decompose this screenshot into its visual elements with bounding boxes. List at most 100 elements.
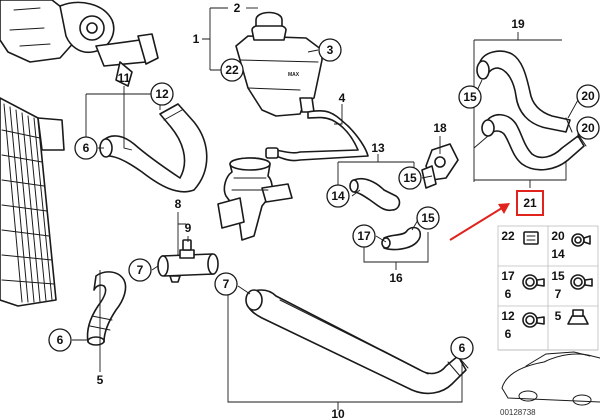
callout-circle: [214, 272, 238, 296]
long-hose-10-illustration: [245, 289, 469, 395]
callout-number: 15: [421, 211, 435, 225]
callout-circle: [576, 116, 600, 140]
callout-number: 15: [403, 171, 417, 185]
callout-circle: [150, 82, 174, 106]
callout-number: 14: [331, 189, 345, 203]
hose-16-illustration: [381, 226, 422, 251]
callout-number: 7: [137, 263, 144, 277]
callout-number: 5: [97, 373, 104, 387]
callout-c20b: 20: [576, 116, 600, 140]
callout-number: 21: [523, 196, 537, 210]
callout-c9: 9: [185, 221, 192, 235]
lower-hose-5-illustration: [86, 271, 127, 346]
callout-circle: [398, 166, 422, 190]
car-silhouette-illustration: [501, 351, 600, 406]
callout-number: 7: [223, 277, 230, 291]
callout-c6b: 6: [48, 328, 72, 352]
callout-number: 19: [511, 17, 525, 31]
t-piece-illustration: [157, 239, 219, 283]
callout-c1: 1: [193, 32, 200, 46]
callout-c6c: 6: [450, 336, 474, 360]
callout-number: 22: [225, 63, 239, 77]
legend-label: 12: [501, 309, 515, 323]
callout-number: 9: [185, 221, 192, 235]
callout-c4: 4: [339, 91, 346, 105]
callout-c7b: 7: [214, 272, 238, 296]
callout-circle: [326, 184, 350, 208]
callout-circle: [576, 84, 600, 108]
highlight-arrow: [449, 203, 510, 241]
callout-number: 11: [118, 71, 131, 85]
legend-part-icons: [522, 231, 593, 328]
callout-c15c: 15: [416, 206, 440, 230]
callout-circle: [450, 336, 474, 360]
callout-number: 12: [155, 87, 169, 101]
callout-number: 20: [581, 121, 595, 135]
legend-label: 22: [501, 229, 515, 243]
callout-circle: [416, 206, 440, 230]
callout-c7a: 7: [128, 258, 152, 282]
callout-c18: 18: [433, 121, 447, 135]
callout-circle: [220, 58, 244, 82]
hose-13-illustration: [349, 177, 401, 212]
callout-c12: 12: [150, 82, 174, 106]
legend-label: 17: [501, 269, 515, 283]
callout-c11: 11: [118, 71, 131, 85]
expansion-tank-illustration: MAX: [235, 11, 323, 117]
callout-number: 8: [175, 197, 182, 211]
hose-21-illustration: [481, 113, 587, 171]
vent-hose-illustration: [265, 110, 369, 162]
upper-hose-11-illustration: [99, 103, 208, 193]
callout-c17: 17: [352, 224, 376, 248]
legend-label: 5: [555, 309, 562, 323]
callout-c2: 2: [234, 1, 241, 15]
legend-label: 15: [551, 269, 565, 283]
callout-c20a: 20: [576, 84, 600, 108]
callout-c13: 13: [371, 141, 385, 155]
callout-c21: 21: [516, 190, 544, 216]
callout-number: 2: [234, 1, 241, 15]
callout-c16: 16: [389, 271, 403, 285]
callout-c15a: 15: [458, 85, 482, 109]
callout-number: 10: [331, 407, 345, 420]
callout-number: 15: [463, 90, 477, 104]
callout-number: 20: [581, 89, 595, 103]
callout-number: 18: [433, 121, 447, 135]
callout-number: 16: [389, 271, 403, 285]
legend-label: 20: [551, 229, 565, 243]
callout-c10: 10: [331, 407, 345, 420]
callout-number: 3: [327, 43, 334, 57]
callout-highlight-box: [516, 190, 544, 216]
callout-number: 1: [193, 32, 200, 46]
tank-max-mark: MAX: [288, 72, 300, 78]
water-pump-illustration: [0, 0, 159, 87]
leader-lines: [72, 7, 579, 410]
callout-c8: 8: [175, 197, 182, 211]
callout-c19: 19: [511, 17, 525, 31]
callout-c6a: 6: [74, 136, 98, 160]
callout-circle: [128, 258, 152, 282]
callout-number: 6: [57, 333, 64, 347]
callout-c14: 14: [326, 184, 350, 208]
callout-circle: [318, 38, 342, 62]
callout-circle: [74, 136, 98, 160]
callout-number: 4: [339, 91, 346, 105]
callout-number: 17: [357, 229, 371, 243]
callout-number: 6: [459, 341, 466, 355]
legend-label: 6: [505, 287, 512, 301]
callout-c3: 3: [318, 38, 342, 62]
callout-number: 13: [371, 141, 385, 155]
callout-c5: 5: [97, 373, 104, 387]
callout-circle: [48, 328, 72, 352]
legend-label: 7: [555, 287, 562, 301]
legend-label: 14: [551, 247, 565, 261]
callout-number: 6: [83, 141, 90, 155]
radiator-illustration: [0, 97, 65, 307]
callout-circle: [352, 224, 376, 248]
filler-neck-illustration: [217, 157, 293, 241]
callout-circle: [458, 85, 482, 109]
callout-c22: 22: [220, 58, 244, 82]
